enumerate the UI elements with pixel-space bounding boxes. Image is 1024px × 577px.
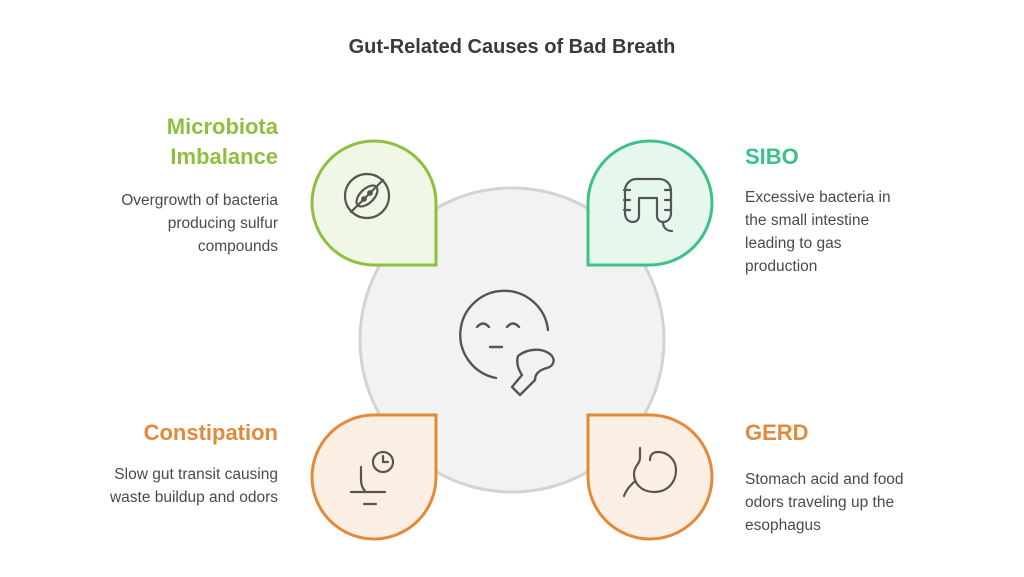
desc-line: Slow gut transit causing [114, 466, 278, 483]
microbiota-imbalance-heading: Microbiota Imbalance [100, 112, 278, 172]
sibo-title: SIBO [745, 144, 799, 169]
microbiota-title-line1: Microbiota [166, 114, 278, 139]
desc-line: esophagus [745, 517, 821, 534]
desc-line: waste buildup and odors [109, 489, 278, 506]
constipation-description: Slow gut transit causing waste buildup a… [40, 463, 278, 509]
desc-line: Overgrowth of bacteria [121, 192, 278, 209]
gerd-description: Stomach acid and food odors traveling up… [745, 468, 975, 537]
desc-line: compounds [197, 238, 278, 255]
gerd-heading: GERD [745, 418, 945, 448]
constipation-heading: Constipation [80, 418, 278, 448]
sibo-petal [586, 139, 714, 267]
desc-line: leading to gas [745, 235, 842, 252]
desc-line: Excessive bacteria in [745, 189, 891, 206]
bacteria-icon [343, 172, 391, 220]
sibo-heading: SIBO [745, 142, 945, 172]
microbiota-imbalance-description: Overgrowth of bacteria producing sulfur … [60, 189, 278, 258]
constipation-petal [310, 413, 438, 541]
desc-line: the small intestine [745, 212, 870, 229]
constipation-title: Constipation [143, 420, 278, 445]
toilet-clock-icon [349, 450, 395, 506]
desc-line: production [745, 258, 818, 275]
desc-line: Stomach acid and food [745, 471, 904, 488]
page-title: Gut-Related Causes of Bad Breath [348, 36, 676, 58]
desc-line: odors traveling up the [745, 494, 895, 511]
microbiota-title-line2: Imbalance [170, 144, 278, 169]
gerd-petal [586, 413, 714, 541]
stomach-icon [622, 446, 678, 498]
intestine-icon [622, 177, 674, 233]
microbiota-petal [310, 139, 438, 267]
gerd-title: GERD [745, 420, 809, 445]
desc-line: producing sulfur [167, 215, 278, 232]
sibo-description: Excessive bacteria in the small intestin… [745, 186, 975, 278]
breath-face-icon [459, 289, 555, 397]
